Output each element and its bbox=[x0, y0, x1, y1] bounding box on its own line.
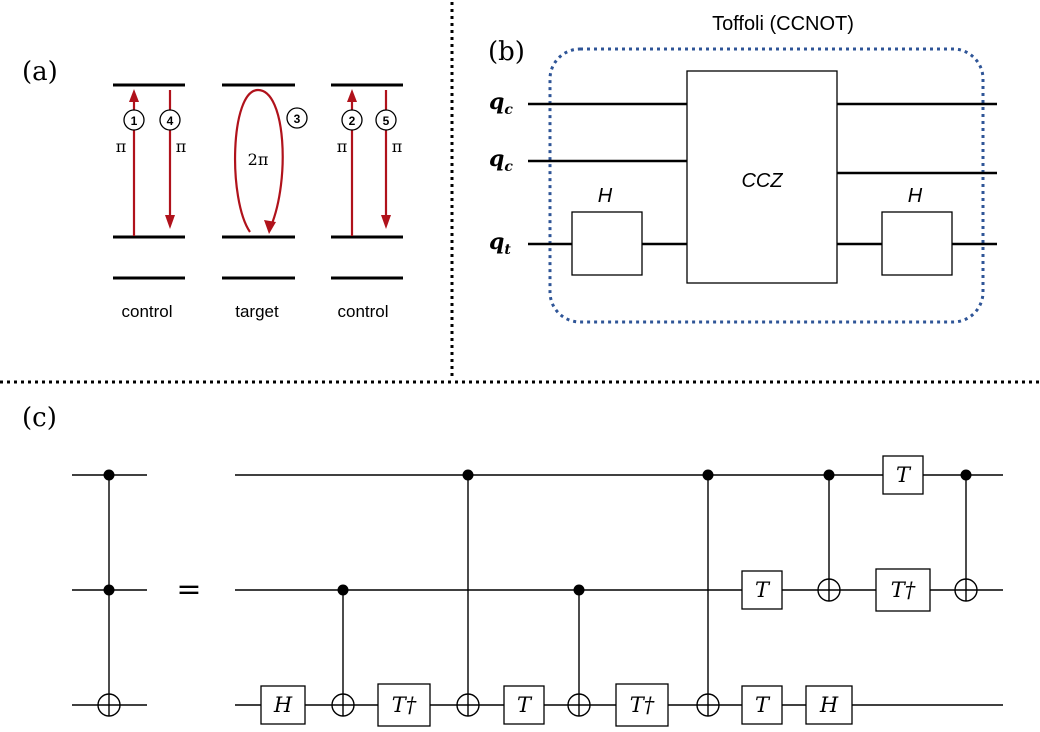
gate-box bbox=[260, 685, 306, 725]
pi-label: π bbox=[116, 137, 127, 156]
system-label: control bbox=[337, 302, 388, 321]
wire-label-control-2: qc bbox=[489, 146, 513, 175]
gate-label: T† bbox=[891, 578, 916, 602]
pi-label: π bbox=[337, 137, 348, 156]
step-circle bbox=[375, 109, 397, 131]
toffoli-title: Toffoli (CCNOT) bbox=[712, 13, 854, 35]
arrow-head-up bbox=[347, 89, 357, 102]
gate-t-1: T bbox=[503, 685, 545, 725]
gate-label: T bbox=[755, 578, 771, 602]
arrow-head-down bbox=[264, 220, 276, 234]
cnot-4 bbox=[696, 469, 720, 717]
gate-tdg-2: T† bbox=[615, 683, 669, 727]
panel-c-label: (c) bbox=[22, 403, 57, 433]
arrow-head-up bbox=[129, 89, 139, 102]
control-dot bbox=[823, 469, 835, 481]
cnot-6 bbox=[954, 469, 978, 602]
panel-c: (c) = bbox=[22, 403, 1003, 727]
step-circle bbox=[123, 109, 145, 131]
control-dot bbox=[103, 469, 115, 481]
gate-tdg-1: T† bbox=[377, 683, 431, 727]
pi-label: π bbox=[176, 137, 187, 156]
gate-label: T bbox=[896, 463, 912, 487]
gate-box bbox=[875, 568, 931, 612]
control-system-right: 2 5 π π control bbox=[331, 83, 403, 321]
arrow-head-down bbox=[381, 215, 391, 229]
step-number: 4 bbox=[167, 114, 174, 128]
h-gate-left-label: H bbox=[598, 185, 613, 207]
gate-box bbox=[805, 685, 853, 725]
system-label: target bbox=[235, 302, 279, 321]
panel-a-label: (a) bbox=[22, 57, 58, 87]
control-dot bbox=[103, 584, 115, 596]
step-number: 2 bbox=[349, 114, 356, 128]
equals-sign: = bbox=[176, 572, 201, 607]
h-gate-right bbox=[881, 211, 953, 276]
cnot-1 bbox=[331, 584, 355, 717]
control-dot bbox=[702, 469, 714, 481]
arrow-head-down bbox=[165, 215, 175, 229]
gate-box bbox=[377, 683, 431, 727]
ccz-gate-label: CCZ bbox=[741, 170, 783, 192]
panel-b-label: (b) bbox=[488, 37, 525, 67]
gate-label: T bbox=[517, 693, 533, 717]
gate-label: H bbox=[273, 693, 293, 717]
h-gate-right-label: H bbox=[908, 185, 923, 207]
gate-t-top: T bbox=[882, 455, 924, 495]
ccz-gate bbox=[686, 70, 838, 284]
gate-t-2: T bbox=[741, 685, 783, 725]
step-circle bbox=[159, 109, 181, 131]
gate-tdg-middle: T† bbox=[875, 568, 931, 612]
step-circle bbox=[286, 107, 308, 129]
cnot-5 bbox=[817, 469, 841, 602]
gate-h-1: H bbox=[260, 685, 306, 725]
step-number: 1 bbox=[131, 114, 138, 128]
wire-label-target: qt bbox=[489, 229, 511, 258]
gate-t-middle: T bbox=[741, 570, 783, 610]
panel-a: (a) 1 4 π π control 2π 3 bbox=[22, 57, 403, 321]
cnot-2 bbox=[456, 469, 480, 717]
control-dot bbox=[462, 469, 474, 481]
system-label: control bbox=[121, 302, 172, 321]
gate-h-2: H bbox=[805, 685, 853, 725]
gate-box bbox=[741, 570, 783, 610]
step-number: 3 bbox=[294, 112, 301, 126]
wire-label-control-1: qc bbox=[489, 89, 513, 118]
toffoli-dotted-frame bbox=[548, 47, 985, 324]
gate-label: T† bbox=[630, 693, 655, 717]
cnot-3 bbox=[567, 584, 591, 717]
gate-box bbox=[503, 685, 545, 725]
control-dot bbox=[337, 584, 349, 596]
h-gate-left bbox=[571, 211, 643, 276]
step-number: 5 bbox=[383, 114, 390, 128]
toffoli-symbol bbox=[72, 469, 147, 717]
gate-box bbox=[741, 685, 783, 725]
two-pi-label: 2π bbox=[248, 150, 269, 169]
target-system: 2π 3 target bbox=[222, 83, 308, 321]
control-dot bbox=[573, 584, 585, 596]
gate-label: T bbox=[755, 693, 771, 717]
pi-label: π bbox=[392, 137, 403, 156]
gate-box bbox=[615, 683, 669, 727]
control-dot bbox=[960, 469, 972, 481]
step-circle bbox=[341, 109, 363, 131]
two-pi-loop-arrow bbox=[233, 88, 284, 233]
gate-label: H bbox=[819, 693, 839, 717]
panel-b: (b) Toffoli (CCNOT) qc qc qt H CCZ H bbox=[488, 13, 997, 324]
control-system-left: 1 4 π π control bbox=[113, 83, 187, 321]
gate-box bbox=[882, 455, 924, 495]
gate-label: T† bbox=[392, 693, 417, 717]
